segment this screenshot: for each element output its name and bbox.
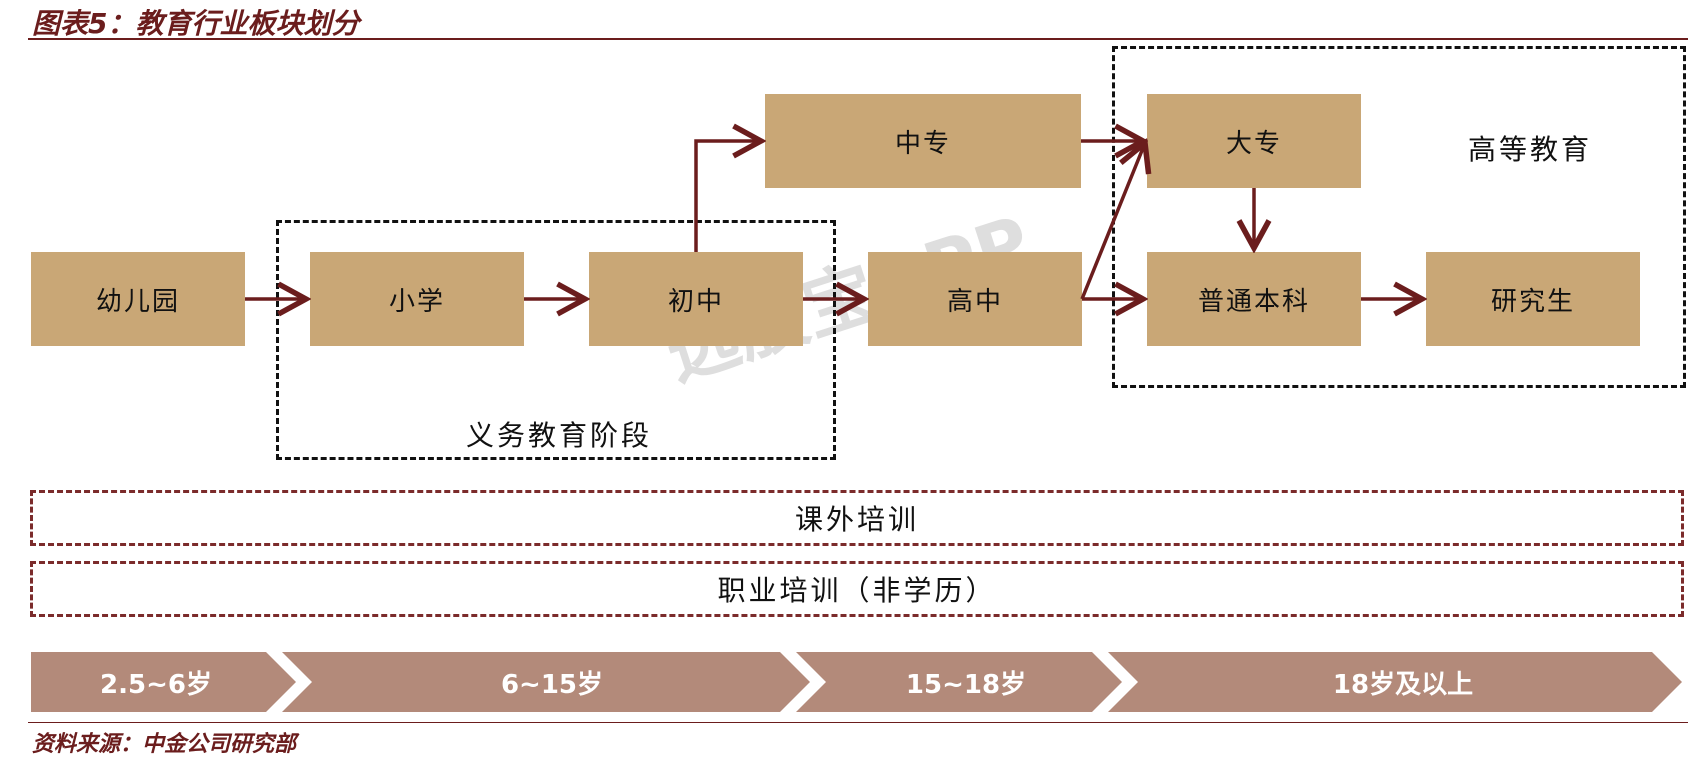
age-chevron-1: [31, 652, 296, 712]
node-undergraduate: 普通本科: [1147, 252, 1361, 346]
age-label-3: 15~18岁: [905, 669, 1027, 700]
source-note: 资料来源：中金公司研究部: [32, 732, 297, 757]
age-chevron-2: [282, 652, 810, 712]
age-chevron-4: [1108, 652, 1682, 712]
higher-education-label: 高等教育: [1468, 133, 1593, 166]
figure-title: 图表5：教育行业板块划分: [32, 7, 360, 40]
node-junior-college: 大专: [1147, 94, 1361, 188]
band-extracurricular: 课外培训: [30, 490, 1684, 546]
arrow-junior-high-secondary-vocational: [694, 141, 761, 252]
title-rule: [28, 38, 1688, 40]
age-label-4: 18岁及以上: [1332, 669, 1474, 700]
node-kindergarten: 幼儿园: [31, 252, 245, 346]
age-label-1: 2.5~6岁: [100, 669, 212, 700]
node-junior-high: 初中: [589, 252, 803, 346]
node-graduate: 研究生: [1426, 252, 1640, 346]
node-senior-high: 高中: [868, 252, 1082, 346]
compulsory-education-label: 义务教育阶段: [466, 419, 653, 452]
arrow-senior-high-junior-college: [1080, 143, 1145, 300]
age-chevron-3: [796, 652, 1122, 712]
compulsory-education-group: [276, 220, 836, 460]
band-vocational: 职业培训（非学历）: [30, 561, 1684, 617]
node-secondary-vocational: 中专: [765, 94, 1081, 188]
node-primary: 小学: [310, 252, 524, 346]
footer-rule: [28, 722, 1688, 723]
age-label-2: 6~15岁: [500, 669, 604, 700]
